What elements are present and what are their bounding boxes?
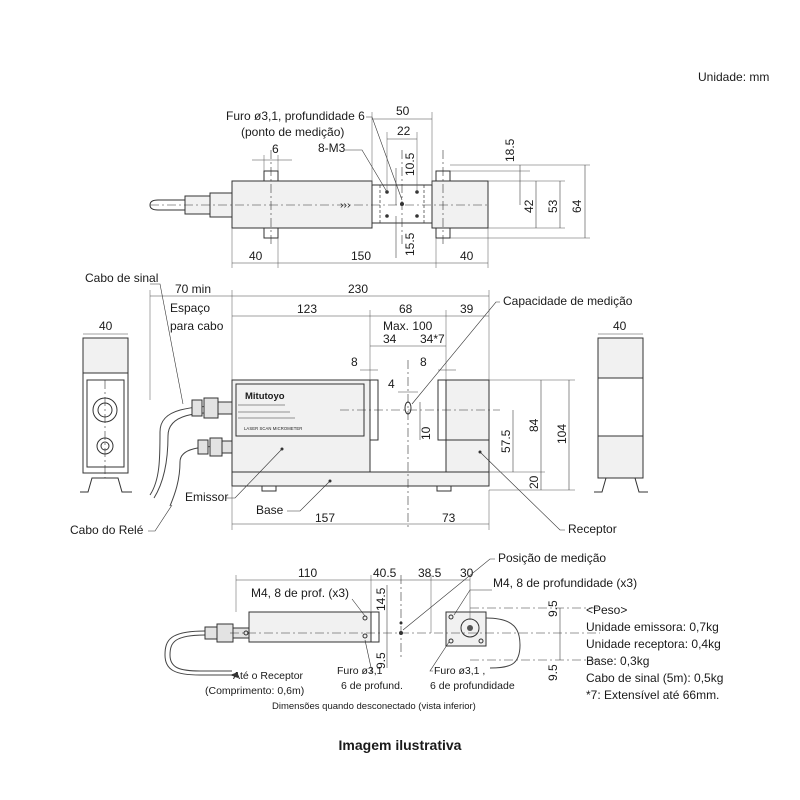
base-plate — [231, 471, 490, 487]
extension-note: *7: Extensível até 66mm. — [586, 688, 719, 702]
svg-text:230: 230 — [348, 282, 368, 296]
svg-text:42: 42 — [522, 199, 536, 213]
measure-position-label: Posição de medição — [498, 551, 606, 565]
product-label: LASER SCAN MICROMETER — [244, 426, 302, 431]
svg-text:18.5: 18.5 — [503, 138, 517, 162]
svg-text:57.5: 57.5 — [499, 429, 513, 453]
m4-left-label: M4, 8 de prof. (x3) — [251, 586, 349, 600]
svg-text:14.5: 14.5 — [374, 587, 388, 611]
svg-text:150: 150 — [351, 249, 371, 263]
svg-text:40: 40 — [249, 249, 263, 263]
hole-left-label-1: Furo ø3,1 — [337, 665, 383, 677]
weight-emitter: Unidade emissora: 0,7kg — [586, 620, 719, 634]
svg-text:38.5: 38.5 — [418, 566, 442, 580]
side-view-right-body — [597, 435, 644, 479]
svg-text:30: 30 — [460, 566, 474, 580]
svg-text:53: 53 — [546, 199, 560, 213]
receiver-body-bottom — [445, 611, 487, 647]
svg-text:para cabo: para cabo — [170, 319, 224, 333]
bottom-view: 110 40.5 38.5 30 14.5 9.5 9.5 9.5 Posiçã… — [164, 551, 637, 712]
hole-label-2: (ponto de medição) — [241, 125, 344, 139]
receiver-label: Receptor — [568, 522, 617, 536]
svg-text:10: 10 — [419, 426, 433, 440]
svg-text:10.5: 10.5 — [403, 152, 417, 176]
weights-block: <Peso> Unidade emissora: 0,7kg Unidade r… — [586, 603, 723, 702]
caption: Imagem ilustrativa — [339, 737, 462, 753]
measure-capacity-label: Capacidade de medição — [503, 294, 633, 308]
hole-right-label-2: 6 de profundidade — [430, 680, 515, 692]
svg-text:20: 20 — [527, 475, 541, 489]
svg-text:40.5: 40.5 — [373, 566, 397, 580]
svg-text:68: 68 — [399, 302, 413, 316]
svg-text:50: 50 — [396, 104, 410, 118]
svg-text:64: 64 — [570, 199, 584, 213]
svg-text:9.5: 9.5 — [546, 600, 560, 617]
svg-text:84: 84 — [527, 418, 541, 432]
svg-text:34: 34 — [383, 332, 397, 346]
to-receiver-label: Até o Receptor — [233, 670, 304, 682]
svg-text:39: 39 — [460, 302, 474, 316]
emitter-body-top — [231, 180, 373, 229]
measurement-point — [404, 401, 412, 415]
base-label: Base — [256, 503, 284, 517]
svg-text:123: 123 — [297, 302, 317, 316]
svg-text:8: 8 — [420, 355, 427, 369]
brand-logo: Mitutoyo — [245, 391, 285, 402]
svg-text:22: 22 — [397, 124, 411, 138]
svg-text:157: 157 — [315, 511, 335, 525]
svg-text:110: 110 — [298, 566, 317, 580]
weight-base: Base: 0,3kg — [586, 654, 649, 668]
svg-text:40: 40 — [460, 249, 474, 263]
svg-text:40: 40 — [613, 319, 627, 333]
probe-tip — [149, 199, 186, 211]
hole-left-label-2: 6 de profund. — [341, 680, 403, 692]
receiver-body-front — [445, 379, 490, 473]
top-view: ››› Furo ø3,1, profundidade 6 (ponto de … — [149, 104, 590, 268]
cable-length-label: (Comprimento: 0,6m) — [205, 685, 304, 697]
emitter-body-front — [231, 379, 371, 473]
side-view-left-body — [82, 372, 129, 474]
svg-text:9.5: 9.5 — [374, 652, 388, 669]
svg-text:15.5: 15.5 — [403, 232, 417, 256]
svg-text:70 min: 70 min — [175, 282, 211, 296]
relay-cable-label: Cabo do Relé — [70, 523, 144, 537]
hole-right-label-1: Furo ø3,1 , — [434, 665, 485, 677]
svg-text:6: 6 — [272, 142, 279, 156]
svg-text:40: 40 — [99, 319, 113, 333]
weight-cable: Cabo de sinal (5m): 0,5kg — [586, 671, 723, 685]
svg-text:9.5: 9.5 — [546, 664, 560, 681]
svg-text:73: 73 — [442, 511, 456, 525]
hole-label-1: Furo ø3,1, profundidade 6 — [226, 109, 365, 123]
svg-text:34*7: 34*7 — [420, 332, 445, 346]
svg-text:Espaço: Espaço — [170, 301, 210, 315]
side-view-right-top — [597, 337, 644, 379]
thread-label: 8-M3 — [318, 141, 346, 155]
front-view: 40 Mitutoyo LASER SCAN MICROMETER — [70, 271, 648, 537]
disconnected-note: Dimensões quando desconectado (vista inf… — [272, 701, 476, 712]
m4-right-label: M4, 8 de profundidade (x3) — [493, 576, 637, 590]
emitter-label: Emissor — [185, 490, 228, 504]
side-view-left-top — [82, 337, 129, 374]
svg-text:8: 8 — [351, 355, 358, 369]
emitter-body-bottom — [248, 611, 372, 643]
receiver-body-top — [431, 180, 489, 229]
svg-text:Max. 100: Max. 100 — [383, 319, 433, 333]
signal-cable-label: Cabo de sinal — [85, 271, 158, 285]
weights-title: <Peso> — [586, 603, 627, 617]
unit-label: Unidade: mm — [698, 70, 769, 84]
weight-receiver: Unidade receptora: 0,4kg — [586, 637, 721, 651]
svg-text:4: 4 — [388, 377, 395, 391]
svg-text:104: 104 — [555, 424, 569, 444]
